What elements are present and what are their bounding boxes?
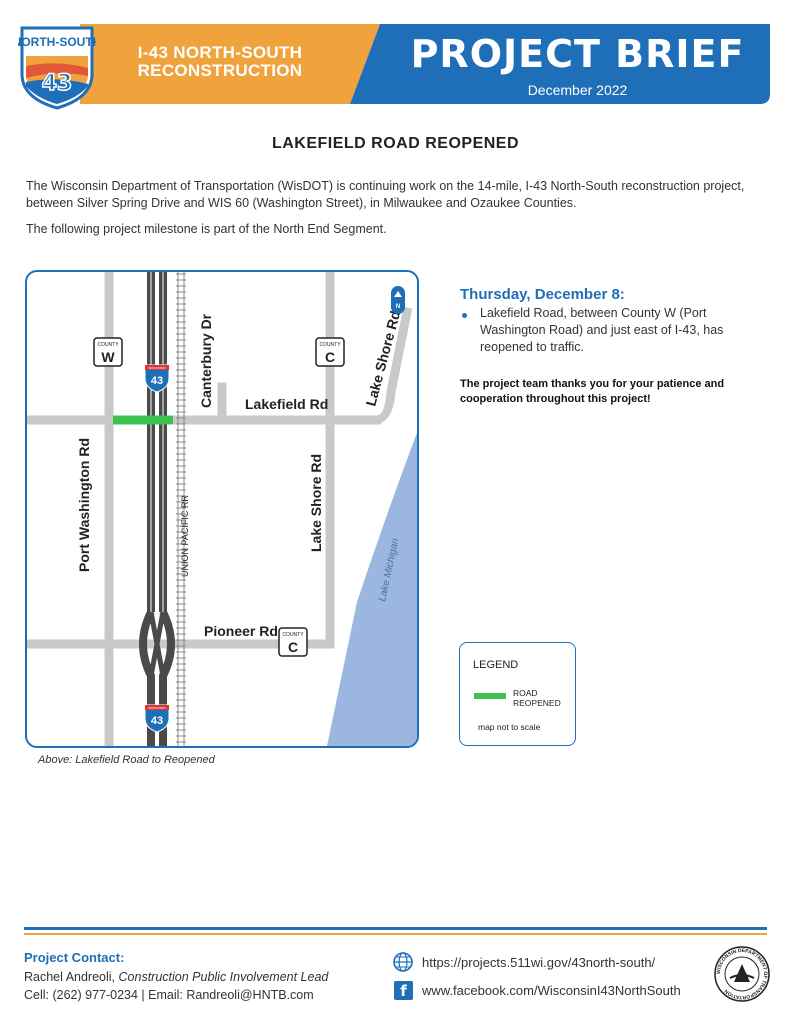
intro-paragraph: The Wisconsin Department of Transportati… xyxy=(26,179,745,210)
legend-label: ROAD REOPENED xyxy=(513,688,561,708)
contact-heading: Project Contact: xyxy=(24,950,125,965)
county-w-shield: COUNTY W xyxy=(93,337,123,367)
page-header: 43 NORTH-SOUTH I-43 NORTH-SOUTH RECONSTR… xyxy=(0,0,791,130)
svg-text:WISCONSIN: WISCONSIN xyxy=(148,706,165,710)
svg-text:W: W xyxy=(101,349,115,365)
project-name: I-43 NORTH-SOUTH RECONSTRUCTION xyxy=(137,43,303,80)
map-legend: LEGEND ROAD REOPENED map not to scale xyxy=(459,642,576,746)
brief-date: December 2022 xyxy=(527,82,628,98)
legend-swatch-reopened xyxy=(474,693,506,699)
lake-shore-road-north xyxy=(372,306,413,425)
page-headline: LAKEFIELD ROAD REOPENED xyxy=(271,135,520,152)
map-drawing: Port Washington Rd Canterbury Dr Lakefie… xyxy=(27,272,417,746)
svg-text:43: 43 xyxy=(151,375,163,387)
milestone-bullet: Lakefield Road, between County W (Port W… xyxy=(480,306,724,354)
website-link[interactable]: https://projects.511wi.gov/43north-south… xyxy=(422,955,656,970)
thank-you-note: The project team thanks you for your pat… xyxy=(460,378,725,405)
project-map: Port Washington Rd Canterbury Dr Lakefie… xyxy=(25,270,419,748)
port-washington-label: Port Washington Rd xyxy=(76,438,92,572)
county-c-shield-south: COUNTY C xyxy=(278,627,308,657)
header-band xyxy=(80,24,770,104)
contact-role: Construction Public Involvement Lead xyxy=(118,970,329,984)
railroad xyxy=(177,272,185,746)
lake-michigan-area xyxy=(327,432,417,746)
milestone-date: Thursday, December 8: xyxy=(460,286,625,303)
canterbury-label: Canterbury Dr xyxy=(198,313,214,408)
north-arrow-icon: N xyxy=(391,286,405,314)
svg-text:C: C xyxy=(288,639,298,655)
svg-text:COUNTY: COUNTY xyxy=(97,342,119,348)
union-pacific-label: UNION PACIFIC RR xyxy=(180,495,190,577)
segment-note: The following project milestone is part … xyxy=(26,222,387,236)
facebook-icon: f xyxy=(394,981,413,1000)
contact-name-line: Rachel Andreoli, Construction Public Inv… xyxy=(24,970,328,984)
svg-text:COUNTY: COUNTY xyxy=(319,342,341,348)
bullet-icon xyxy=(462,313,467,318)
scale-note: map not to scale xyxy=(478,722,541,732)
globe-icon xyxy=(393,952,413,972)
svg-text:43: 43 xyxy=(42,71,73,96)
svg-text:COUNTY: COUNTY xyxy=(282,632,304,638)
footer-divider-blue xyxy=(24,927,767,930)
county-c-shield-north: COUNTY C xyxy=(315,337,345,367)
wisdot-seal-logo: WISCONSIN DEPARTMENT OF TRANSPORTATION xyxy=(714,946,770,1002)
svg-text:N: N xyxy=(396,304,400,310)
facebook-link[interactable]: www.facebook.com/WisconsinI43NorthSouth xyxy=(422,983,681,998)
legend-title: LEGEND xyxy=(473,659,519,671)
brief-title: PROJECT BRIEF xyxy=(410,32,745,76)
pioneer-label: Pioneer Rd xyxy=(204,623,278,639)
svg-text:43: 43 xyxy=(151,715,163,727)
footer-divider-orange xyxy=(24,933,767,935)
lake-shore-label: Lake Shore Rd xyxy=(308,454,324,552)
svg-text:NORTH-SOUTH: NORTH-SOUTH xyxy=(18,35,96,49)
contact-name: Rachel Andreoli, xyxy=(24,970,116,984)
interstate-43-shield-south: WISCONSIN 43 xyxy=(144,704,170,733)
interstate-43-shield-north: WISCONSIN 43 xyxy=(144,364,170,393)
north-south-logo: 43 NORTH-SOUTH xyxy=(18,26,96,110)
svg-text:WISCONSIN: WISCONSIN xyxy=(148,366,165,370)
contact-phone-email[interactable]: Cell: (262) 977-0234 | Email: Randreoli@… xyxy=(24,988,314,1002)
svg-text:C: C xyxy=(325,349,335,365)
map-caption: Above: Lakefield Road to Reopened xyxy=(38,754,215,766)
lakefield-label: Lakefield Rd xyxy=(245,396,328,412)
